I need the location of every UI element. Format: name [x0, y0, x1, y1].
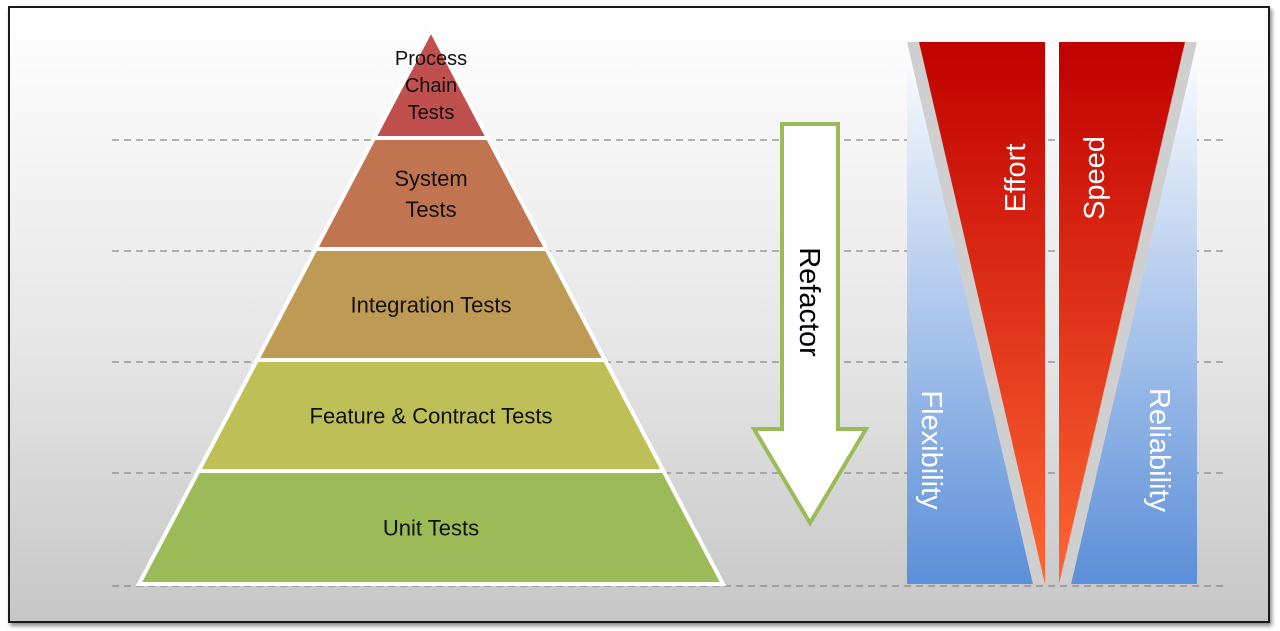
reliability-label: Reliability	[1143, 388, 1175, 513]
speed-gutter	[1059, 42, 1197, 584]
refactor-arrow: Refactor	[750, 122, 870, 527]
speed-label: Speed	[1079, 136, 1111, 220]
test-pyramid: ProcessChainTestsSystemTestsIntegration …	[135, 25, 727, 586]
effort-gutter	[907, 42, 1045, 584]
pyramid-level-label: Feature & Contract Tests	[310, 404, 553, 429]
pyramid-level	[135, 469, 727, 586]
flexibility-label: Flexibility	[915, 390, 947, 510]
pyramid-level-label: Tests	[408, 102, 455, 124]
refactor-label: Refactor	[793, 247, 825, 357]
pyramid-level-label: Unit Tests	[383, 516, 479, 541]
pyramid-level	[312, 136, 550, 251]
speed-wedge	[1059, 42, 1185, 584]
pyramid-level-label: Integration Tests	[350, 293, 511, 318]
pyramid-level-label: Tests	[405, 197, 456, 222]
down-arrow-icon	[750, 122, 870, 527]
pyramid-level-label: Process	[395, 48, 467, 70]
pyramid-level-label: System	[394, 166, 467, 191]
effort-label: Effort	[1000, 144, 1032, 213]
effort-wedge	[919, 42, 1045, 584]
scales-panel: Effort Speed Flexibility Reliability	[907, 42, 1197, 584]
pyramid-level-label: Chain	[405, 75, 457, 97]
